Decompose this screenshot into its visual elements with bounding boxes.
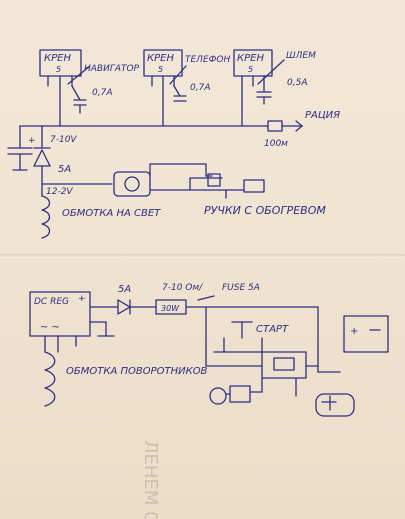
regulator-3-current: 0,5А [287,78,307,88]
svg-text:+: + [350,326,358,337]
fuse-first: 5A [118,284,131,295]
resistor-box-label: 30W [161,304,180,313]
ghost-print: ЛЕНЕМ 08 [140,440,161,519]
regulator-2-sub: 5 [158,65,163,74]
regulator-1 [39,49,91,127]
light-coil [41,195,51,239]
turn-coil-label: ОБМОТКА ПОВОРОТНИКОВ [66,366,208,377]
heated-grips-label: РУЧКИ С ОБОГРЕВОМ [204,204,326,217]
regulator-1-current: 0,7А [92,88,112,98]
svg-text:+: + [28,136,36,146]
regulator-3-load: ШЛЕМ [286,51,316,61]
light-coil-label: ОБМОТКА НА СВЕТ [62,208,161,219]
diode-current: 5A [58,164,71,175]
main-diode [33,125,51,197]
dc-reg-label: DC REG [34,297,69,307]
regulator-2-load: ТЕЛЕФОН [185,55,230,65]
resistor-mid-label: 7-10 Ом/ [162,283,203,293]
regulator-2-label: КРЕН [147,53,174,64]
dc-reg-sub: ~ ~ [40,322,60,333]
radio-label: РАЦИЯ [305,110,340,121]
input-voltage: 12-2V [46,187,73,197]
start-switch [213,321,263,353]
radio-resistor [267,120,283,132]
fuse-diode [117,299,157,315]
paper-fold [0,254,405,258]
regulator-3-sub: 5 [248,65,253,74]
rail-voltage: 7-10V [50,135,77,145]
resistor-label: 100м [264,139,288,149]
regulator-3-label: КРЕН [237,53,264,64]
dc-regulator: + [29,291,119,353]
start-label: СТАРТ [256,324,289,335]
regulator-1-label: КРЕН [44,53,71,64]
regulator-3 [233,49,285,127]
regulator-1-sub: 5 [56,65,61,74]
regulator-2 [143,49,187,127]
relay [205,351,319,379]
svg-text:+: + [78,294,86,304]
regulator-1-load: НАВИГАТОР [84,64,140,74]
ground-node [295,377,355,417]
filter-capacitor: + [7,125,36,171]
heated-grips [149,163,265,199]
battery-box: + [317,306,389,373]
starter-motor [209,377,263,405]
turn-coil [44,351,56,407]
grip-switch [113,171,151,197]
regulator-2-current: 0,7А [190,83,210,93]
fuse-second-label: FUSE 5A [222,283,260,293]
